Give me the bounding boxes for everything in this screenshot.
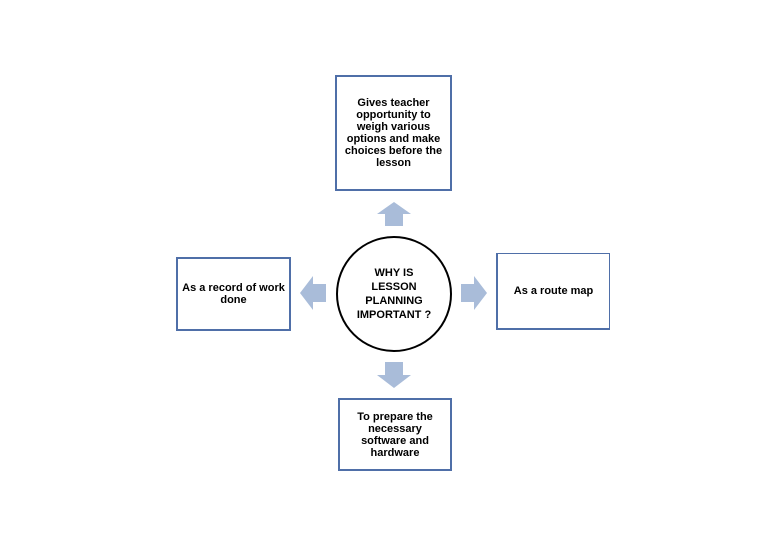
arrow-down-icon (377, 362, 411, 388)
reason-box-record-of-work: As a record of work done (176, 257, 291, 331)
reason-box-weigh-options: Gives teacher opportunity to weigh vario… (335, 75, 452, 191)
reason-text-weigh-options: Gives teacher opportunity to weigh vario… (344, 97, 443, 169)
reason-text-record-of-work: As a record of work done (182, 282, 285, 306)
arrow-right-icon (461, 276, 487, 310)
central-question-circle: WHY IS LESSON PLANNING IMPORTANT ? (336, 236, 452, 352)
arrow-up-icon (377, 202, 411, 226)
reason-text-route-map: As a route map (513, 285, 594, 297)
arrow-left-icon (300, 276, 326, 310)
central-question-text: WHY IS LESSON PLANNING IMPORTANT ? (356, 267, 432, 321)
reason-box-prepare-resources: To prepare the necessary software and ha… (338, 398, 452, 471)
reason-box-route-map: As a route map (496, 253, 610, 330)
reason-text-prepare-resources: To prepare the necessary software and ha… (357, 410, 433, 459)
